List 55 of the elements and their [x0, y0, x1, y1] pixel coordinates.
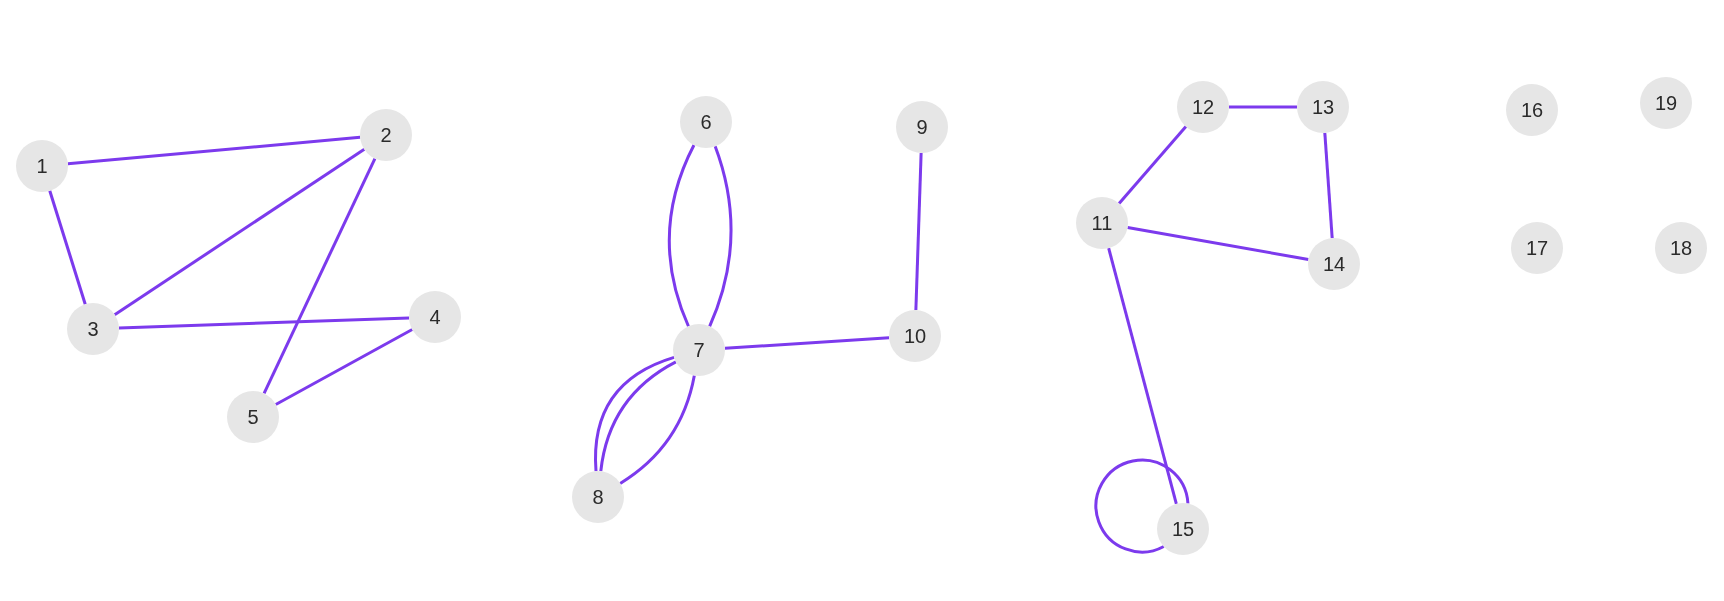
node-number: 12 — [1191, 97, 1215, 117]
node-number: 2 — [380, 125, 392, 145]
edge-line — [1323, 132, 1334, 239]
node-number: 9 — [916, 117, 928, 137]
edge-line — [67, 135, 361, 166]
edge-line — [914, 152, 923, 311]
edge-line — [1127, 226, 1309, 261]
edge-line — [708, 145, 733, 327]
node-circle — [1177, 81, 1229, 133]
node-circle — [680, 96, 732, 148]
edge-line — [1229, 105, 1297, 109]
node-number: 13 — [1311, 97, 1335, 117]
edge-line — [667, 144, 696, 327]
node-number: 14 — [1322, 254, 1346, 274]
edge-line — [724, 336, 890, 350]
node-number: 15 — [1171, 519, 1195, 539]
node-circle — [1511, 222, 1563, 274]
node-circle — [409, 291, 461, 343]
edge-line — [619, 375, 696, 485]
node-circle — [16, 140, 68, 192]
node-circle — [1506, 84, 1558, 136]
node-number: 19 — [1654, 93, 1678, 113]
node-circle — [572, 471, 624, 523]
node-number: 17 — [1525, 238, 1549, 258]
node-circle — [1157, 503, 1209, 555]
node-circle — [227, 391, 279, 443]
node-number: 11 — [1091, 213, 1113, 233]
node-number: 16 — [1520, 100, 1544, 120]
edge-line — [113, 148, 366, 316]
node-circle — [1297, 81, 1349, 133]
node-circle — [360, 109, 412, 161]
node-circle — [1076, 197, 1128, 249]
node-number: 1 — [36, 156, 48, 176]
node-number: 18 — [1669, 238, 1693, 258]
node-number: 8 — [592, 487, 604, 507]
edge-line — [1117, 125, 1188, 205]
node-circle — [673, 324, 725, 376]
node-circle — [1308, 238, 1360, 290]
edge-line — [275, 328, 413, 406]
edge-line — [48, 190, 87, 305]
node-number: 7 — [693, 340, 705, 360]
node-number: 10 — [903, 326, 927, 346]
node-circle — [1655, 222, 1707, 274]
node-circle — [67, 303, 119, 355]
edge-line — [1107, 247, 1178, 505]
edge-line — [262, 157, 377, 395]
node-number: 6 — [700, 112, 712, 132]
edge-line — [118, 316, 410, 330]
node-number: 5 — [247, 407, 259, 427]
node-circle — [1640, 77, 1692, 129]
node-number: 3 — [87, 319, 99, 339]
node-number: 4 — [429, 307, 441, 327]
edge-line — [1094, 458, 1190, 554]
node-circle — [889, 310, 941, 362]
node-circle — [896, 101, 948, 153]
